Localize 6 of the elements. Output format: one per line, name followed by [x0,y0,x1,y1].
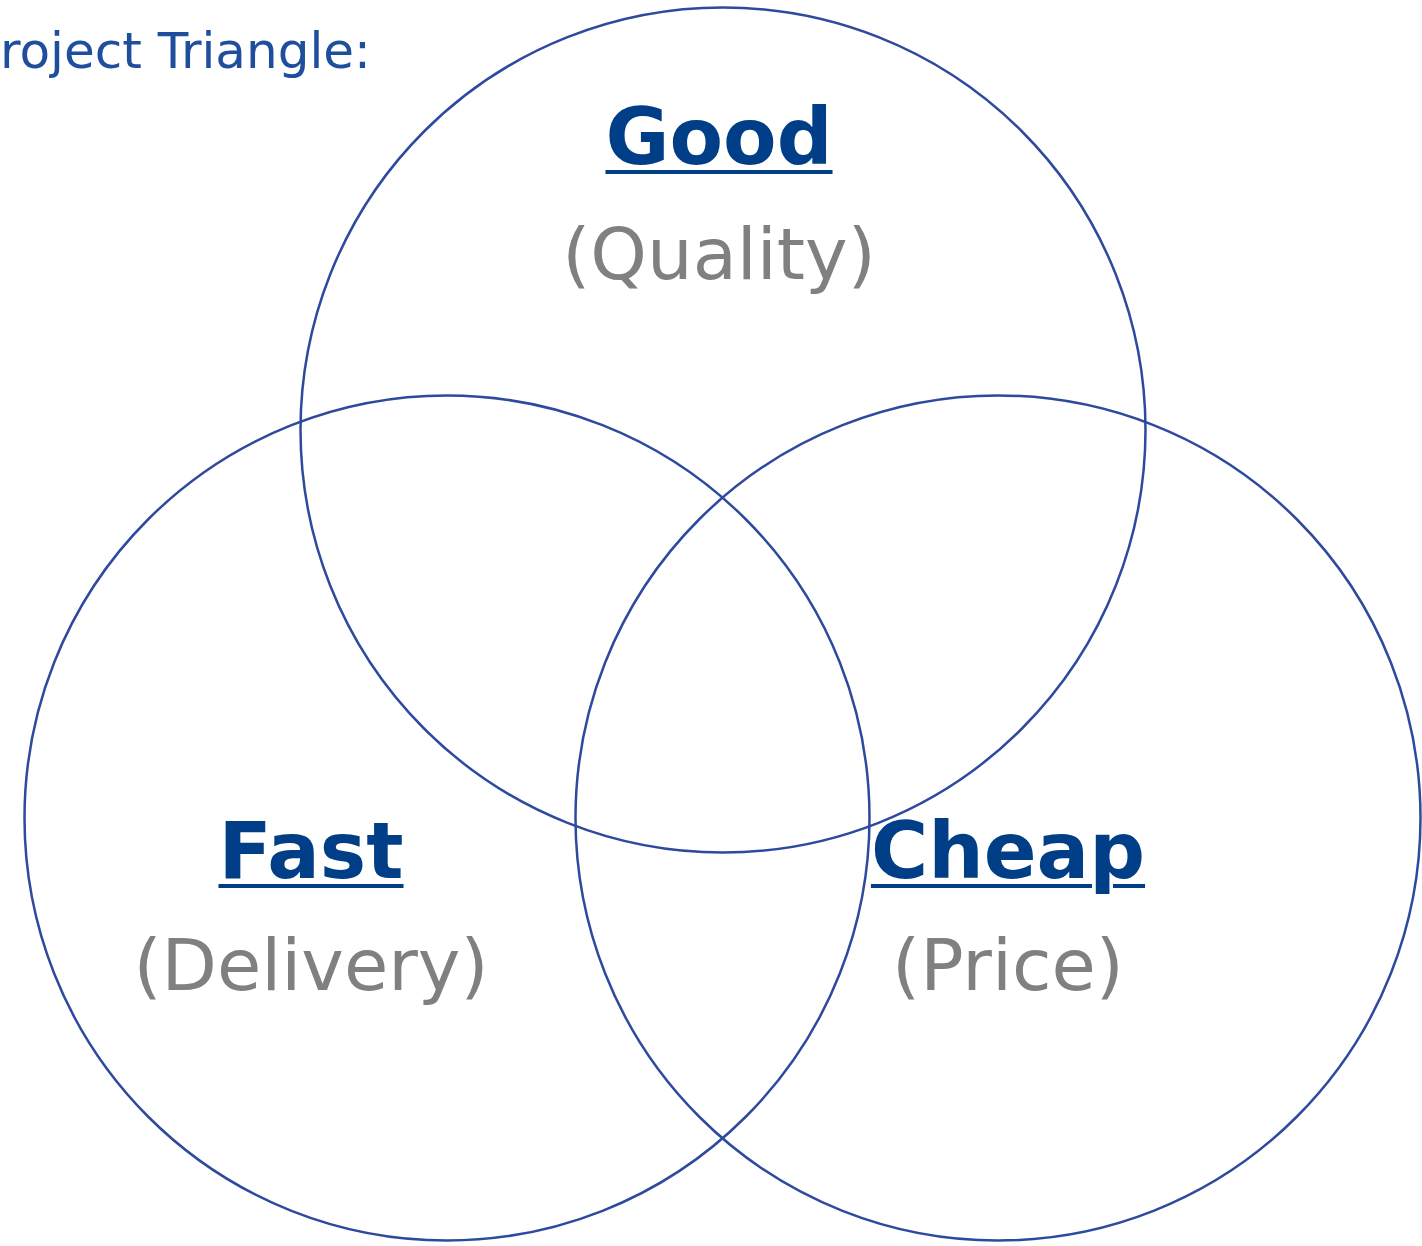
venn-circle [574,394,1422,1242]
category-heading: Good [605,98,833,176]
diagram-title: roject Triangle: [0,26,371,76]
category-heading: Fast [218,812,404,890]
category-subtitle: (Price) [892,929,1124,1001]
venn-circle [23,394,871,1242]
